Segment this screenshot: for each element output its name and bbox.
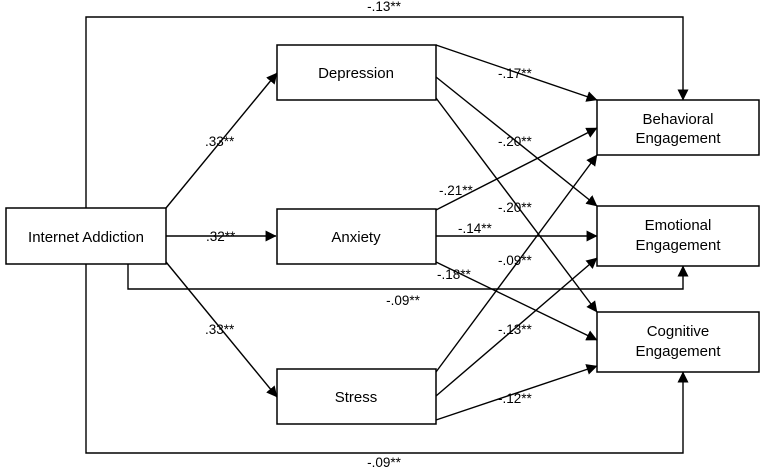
node-label: Internet Addiction [28, 229, 144, 246]
node-label-line1: Cognitive [647, 323, 710, 340]
node-cognitive-engagement: Cognitive Engagement [596, 311, 760, 373]
node-label-line2: Engagement [635, 237, 721, 254]
node-internet-addiction: Internet Addiction [5, 207, 167, 265]
node-label-line2: Engagement [635, 130, 721, 147]
coef-anxiety-cognitive: -.18** [437, 267, 472, 282]
path-ia-stress [165, 261, 278, 398]
node-stress: Stress [276, 368, 437, 425]
node-label: Stress [335, 389, 378, 406]
coef-anxiety-emotional: -.14** [458, 221, 493, 236]
path-depression-emotional [435, 76, 598, 207]
path-depression-behavioral [435, 44, 598, 102]
coef-stress-cognitive: -.12** [498, 391, 533, 406]
node-label: Anxiety [331, 229, 381, 246]
path-ia-emotional [127, 264, 689, 290]
node-label-line1: Behavioral [643, 111, 714, 128]
node-behavioral-engagement: Behavioral Engagement [596, 99, 760, 156]
coef-ia-depression: .33** [205, 134, 235, 149]
coef-ia-anxiety: .32** [206, 229, 236, 244]
coef-depression-behavioral: -.17** [498, 66, 533, 81]
path-stress-cognitive [435, 364, 598, 421]
coef-ia-cognitive: -.09** [367, 455, 402, 469]
path-depression-cognitive [435, 97, 598, 313]
coef-ia-stress: .33** [205, 322, 235, 337]
path-stress-emotional [435, 257, 598, 397]
coef-stress-behavioral: -.09** [498, 253, 533, 268]
coef-stress-emotional: -.13** [498, 322, 533, 337]
path-ia-depression [165, 72, 278, 209]
path-stress-behavioral [435, 154, 598, 373]
node-label-line1: Emotional [645, 217, 712, 234]
path-anxiety-behavioral [435, 127, 598, 211]
node-emotional-engagement: Emotional Engagement [596, 205, 760, 267]
coef-depression-cognitive: -.20** [498, 200, 533, 215]
path-ia-cognitive [85, 264, 689, 454]
path-anxiety-cognitive [435, 261, 598, 341]
node-anxiety: Anxiety [276, 208, 437, 265]
coef-ia-behavioral: -.13** [367, 0, 402, 14]
coef-ia-emotional: -.09** [386, 293, 421, 308]
node-label: Depression [318, 65, 394, 82]
coef-depression-emotional: -.20** [498, 134, 533, 149]
node-depression: Depression [276, 44, 437, 101]
coef-anxiety-behavioral: -.21** [439, 183, 474, 198]
node-label-line2: Engagement [635, 343, 721, 360]
path-ia-behavioral [85, 16, 689, 210]
